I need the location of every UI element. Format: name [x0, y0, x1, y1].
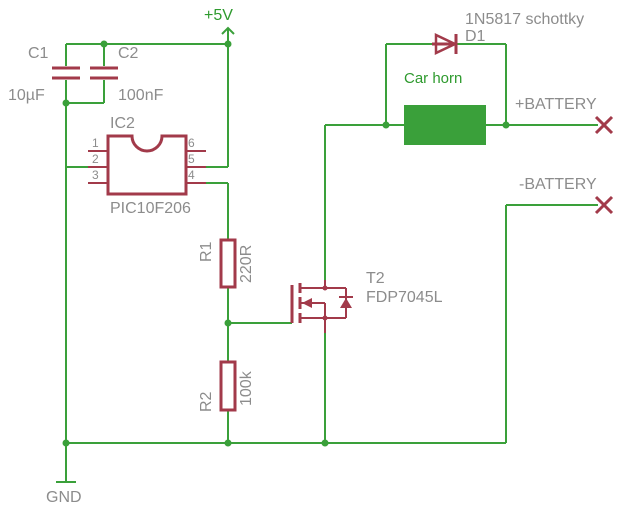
ic-pic10f206: 1 2 3 4 5 6 IC2 PIC10F206 [88, 115, 206, 217]
battery-neg-terminal: -BATTERY [519, 176, 614, 215]
junction-dot [382, 121, 390, 129]
ic2-ref: IC2 [110, 115, 135, 132]
resistor-r2: R2 100k [198, 360, 255, 412]
wires [65, 28, 598, 482]
battery-neg-label: -BATTERY [519, 176, 597, 193]
ic2-pin-5: 5 [188, 152, 195, 166]
c1-value: 10µF [8, 87, 45, 104]
resistor-r1: R1 220R [198, 238, 255, 289]
gnd-label: GND [46, 489, 82, 506]
d1-value: 1N5817 schottky [465, 11, 584, 28]
mosfet-t2: T2 FDP7045L [290, 270, 443, 333]
t2-value: FDP7045L [366, 289, 443, 306]
diode-d1: 1N5817 schottky D1 [432, 11, 584, 55]
car-horn: Car horn [404, 70, 486, 145]
r1-value: 220R [238, 245, 255, 283]
r1-ref: R1 [198, 241, 215, 262]
c2-value: 100nF [118, 87, 164, 104]
junction-dot [62, 439, 70, 447]
junction-dot [224, 439, 232, 447]
junction-dot [321, 439, 329, 447]
junction-dot [224, 40, 232, 48]
vcc-label: +5V [204, 7, 233, 24]
ic2-value: PIC10F206 [110, 200, 191, 217]
r2-ref: R2 [198, 391, 215, 412]
battery-pos-terminal: +BATTERY [515, 96, 614, 135]
capacitor-c2: C2 100nF [90, 45, 164, 104]
d1-ref: D1 [465, 28, 486, 45]
capacitor-c1: C1 10µF [8, 45, 80, 104]
horn-label: Car horn [404, 70, 462, 87]
battery-pos-label: +BATTERY [515, 96, 597, 113]
ic2-pin-6: 6 [188, 136, 195, 150]
vcc-supply: +5V [204, 7, 235, 35]
c2-ref: C2 [118, 45, 139, 62]
junction-dot [62, 99, 70, 107]
junctions [62, 40, 510, 447]
junction-dot [502, 121, 510, 129]
ground-symbol: GND [46, 481, 82, 506]
ic2-pin-3: 3 [92, 168, 99, 182]
r2-value: 100k [238, 370, 255, 406]
ic2-pin-4: 4 [188, 168, 195, 182]
ic2-pin-1: 1 [92, 136, 99, 150]
t2-ref: T2 [366, 270, 385, 287]
horn-body [404, 105, 486, 145]
junction-dot [100, 40, 108, 48]
c1-ref: C1 [28, 45, 49, 62]
junction-dot [224, 319, 232, 327]
ic2-pin-2: 2 [92, 152, 99, 166]
